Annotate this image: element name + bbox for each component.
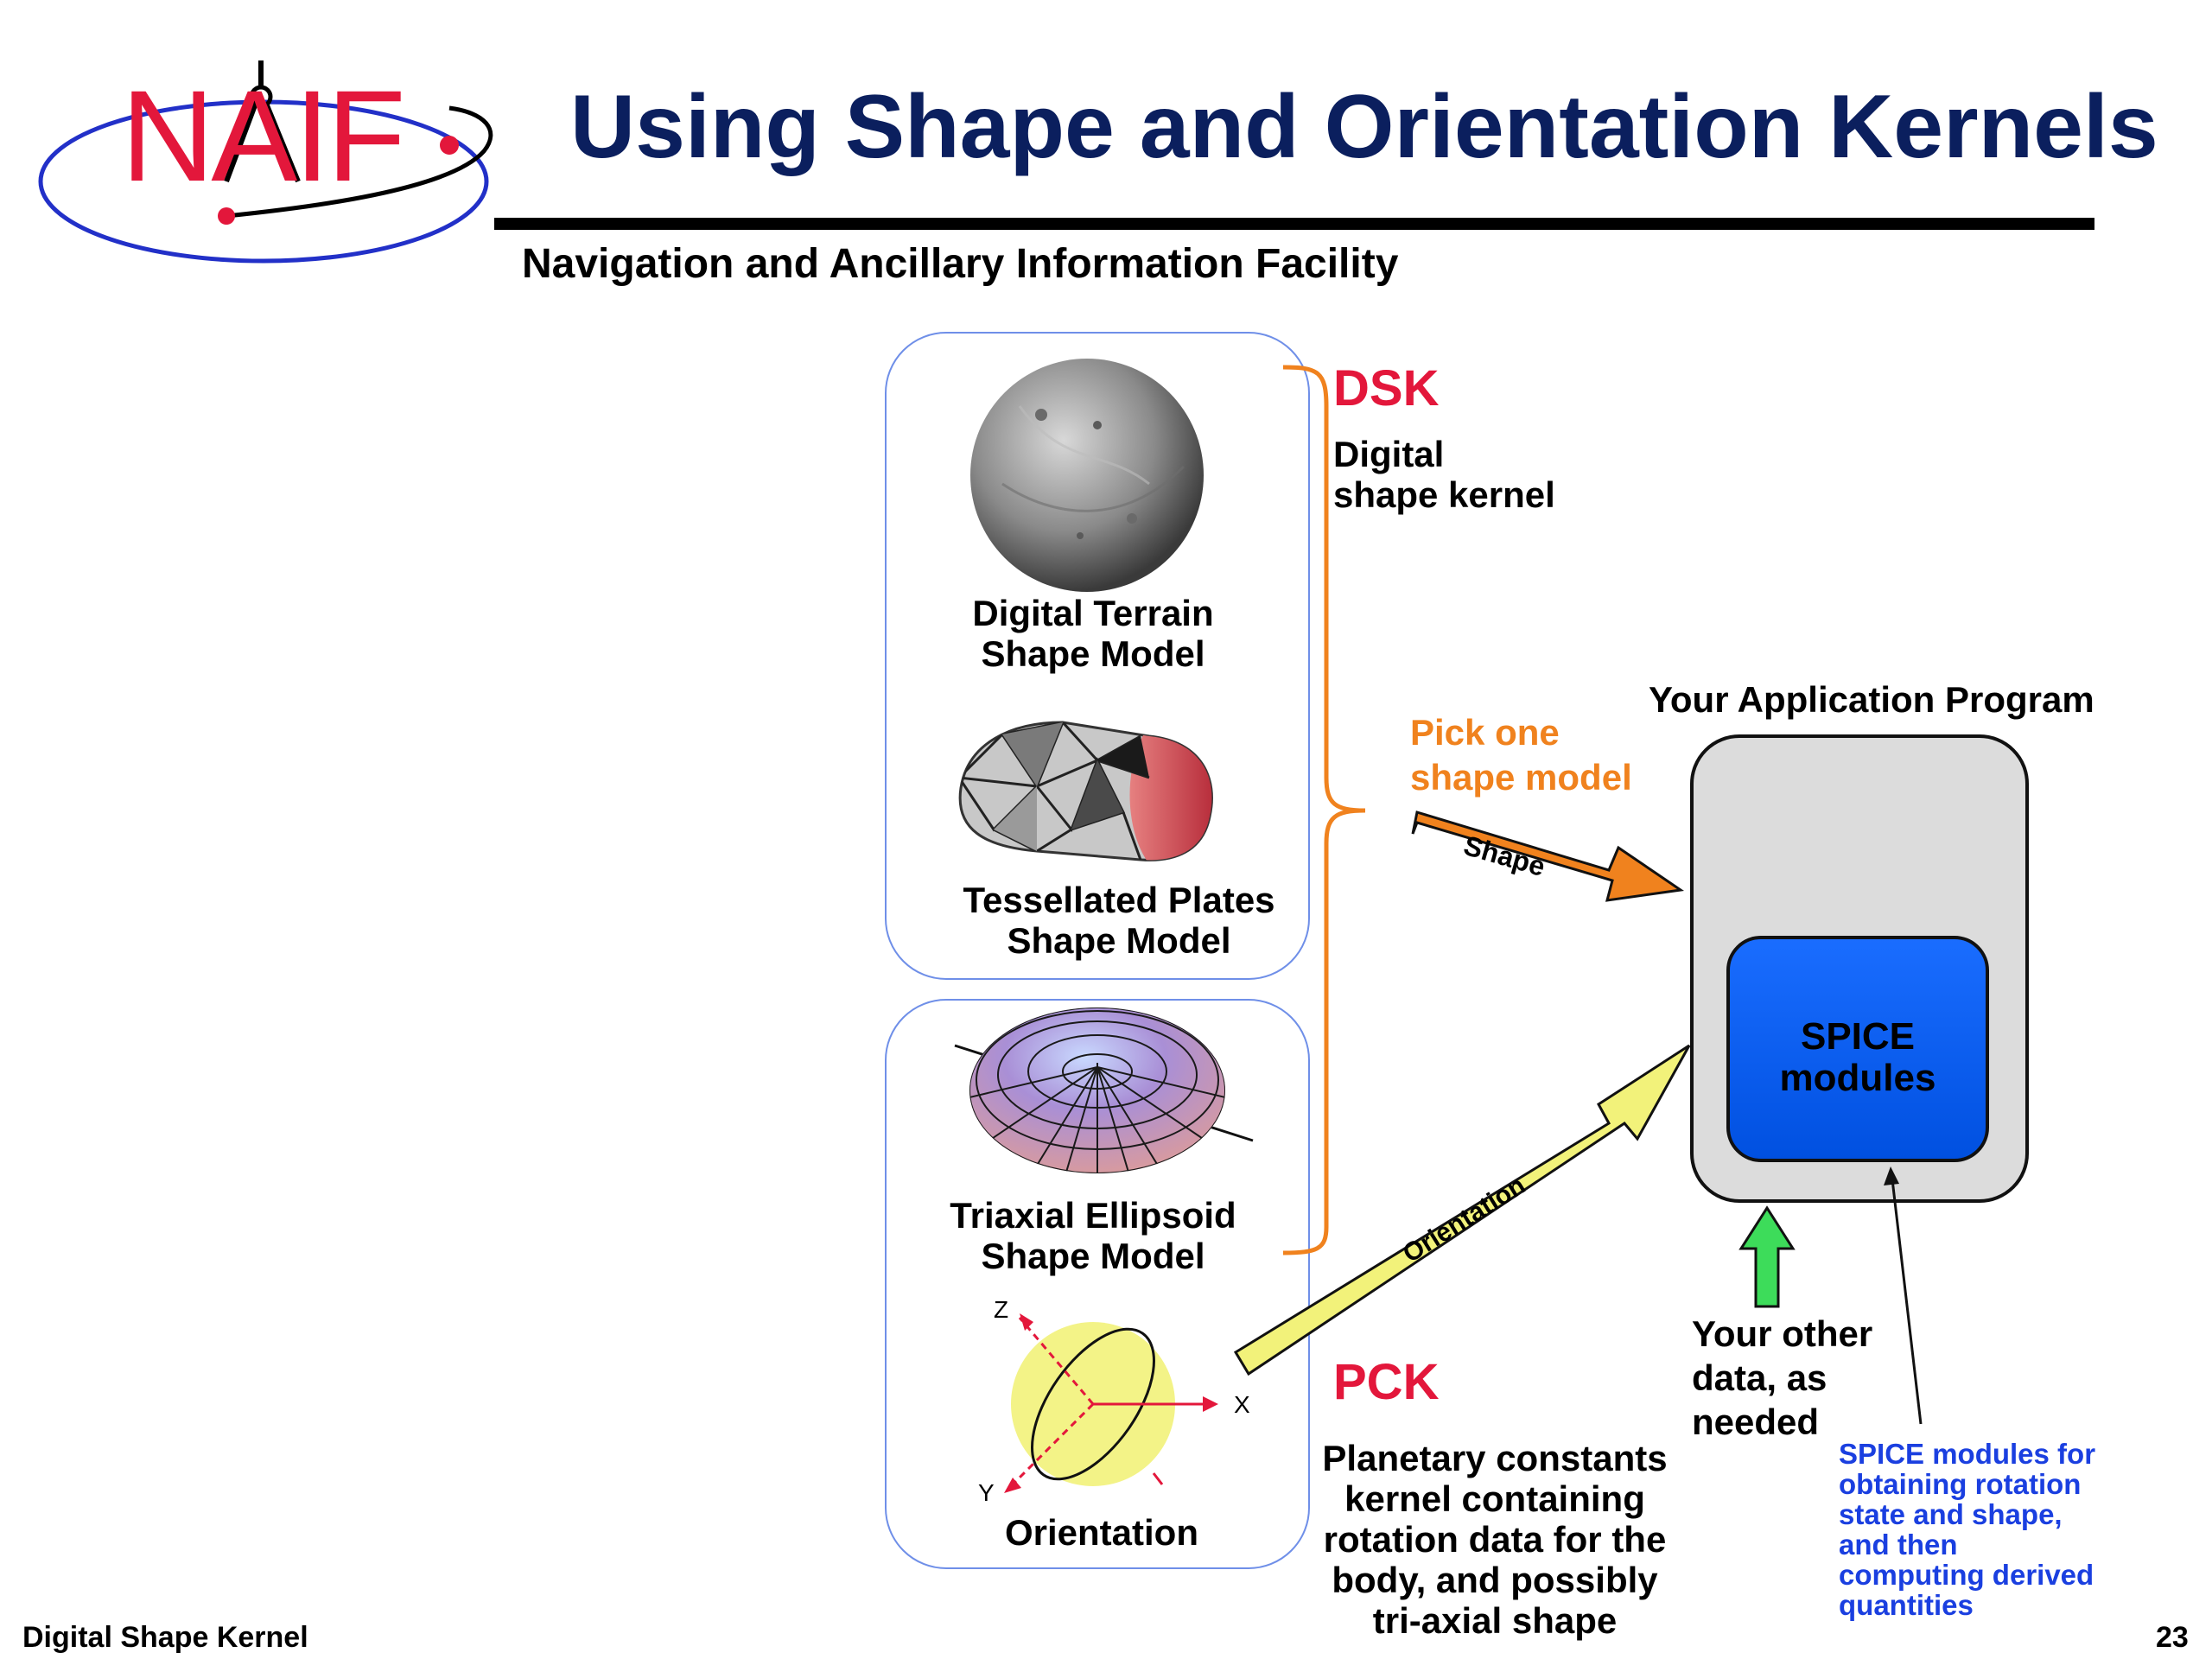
other-data-line: needed [1692, 1402, 1820, 1442]
footer-title: Digital Shape Kernel [22, 1621, 308, 1654]
page-number: 23 [2156, 1621, 2189, 1654]
naif-logo-text: NAIF [121, 71, 406, 200]
naif-logo-letters: NAIF [121, 63, 406, 208]
spice-modules-label: SPICE modules [1728, 1016, 1987, 1099]
pick-one-label: Pick one shape model [1410, 710, 1632, 800]
ellipsoid-model-label: Triaxial Ellipsoid Shape Model [916, 1195, 1270, 1276]
axis-y-label: Y [978, 1479, 995, 1506]
page-title: Using Shape and Orientation Kernels [570, 77, 2158, 177]
spice-note: SPICE modules for obtaining rotation sta… [1839, 1439, 2095, 1620]
other-data-line: data, as [1692, 1357, 1827, 1398]
orientation-arrow [1233, 1044, 1691, 1376]
dsk-brace [1282, 365, 1366, 1255]
pck-desc-line: body, and possibly [1332, 1560, 1658, 1600]
pck-desc-line: Planetary constants [1322, 1438, 1668, 1478]
label-line: Tessellated Plates [963, 880, 1275, 920]
spice-line: modules [1779, 1057, 1936, 1099]
other-data-label: Your other data, as needed [1692, 1312, 1872, 1444]
shape-arrow [1411, 810, 1685, 902]
page-subtitle: Navigation and Ancillary Information Fac… [522, 241, 1399, 287]
pck-heading: PCK [1333, 1354, 1440, 1410]
label-line: Shape Model [981, 1236, 1205, 1276]
other-data-arrow [1738, 1205, 1796, 1308]
spice-note-line: state and shape, [1839, 1498, 2063, 1530]
axis-x-label: X [1234, 1391, 1250, 1418]
dsk-description: Digital shape kernel [1333, 434, 1555, 515]
ellipsoid-model-image [954, 1007, 1254, 1173]
label-line: Digital Terrain [972, 593, 1214, 633]
spice-line: SPICE [1800, 1015, 1916, 1058]
terrain-sphere-image [970, 359, 1204, 592]
app-program-title: Your Application Program [1649, 679, 2094, 720]
spice-note-pointer [1884, 1166, 1923, 1425]
spice-note-line: SPICE modules for [1839, 1438, 2096, 1470]
tessellated-model-label: Tessellated Plates Shape Model [938, 880, 1300, 961]
naif-logo [38, 60, 493, 264]
spice-note-line: and then [1839, 1529, 1958, 1560]
label-line: Triaxial Ellipsoid [950, 1195, 1236, 1236]
dsk-desc-line: shape kernel [1333, 474, 1555, 515]
pck-desc-line: tri-axial shape [1372, 1600, 1618, 1641]
title-rule [494, 218, 2094, 230]
spice-modules-box [1726, 936, 1989, 1162]
axis-z-label: Z [994, 1296, 1009, 1323]
label-line: Shape Model [981, 633, 1205, 674]
spice-note-line: quantities [1839, 1589, 1974, 1621]
spice-note-line: computing derived [1839, 1559, 2094, 1591]
pick-line: Pick one [1410, 712, 1560, 753]
orientation-label: Orientation [1004, 1512, 1198, 1553]
spice-note-line: obtaining rotation [1839, 1468, 2082, 1500]
orientation-sphere-image [1004, 1313, 1218, 1493]
pck-description: Planetary constants kernel containing ro… [1309, 1438, 1681, 1641]
pick-line: shape model [1410, 757, 1632, 798]
label-line: Shape Model [1007, 920, 1231, 961]
pck-desc-line: kernel containing [1344, 1478, 1645, 1519]
terrain-model-label: Digital Terrain Shape Model [920, 593, 1266, 674]
pck-panel [885, 999, 1310, 1569]
pck-desc-line: rotation data for the [1323, 1519, 1667, 1560]
other-data-line: Your other [1692, 1313, 1873, 1354]
dsk-desc-line: Digital [1333, 434, 1445, 474]
dsk-heading: DSK [1333, 360, 1440, 416]
tessellated-model-image [958, 721, 1213, 861]
dsk-models-panel [885, 332, 1310, 980]
